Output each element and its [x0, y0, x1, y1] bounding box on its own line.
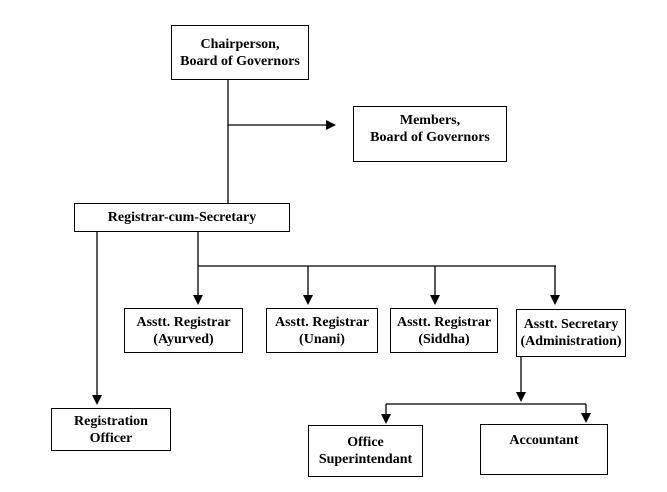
node-label: Accountant: [509, 433, 579, 448]
node-label: Asstt. Registrar (Ayurved): [136, 314, 231, 347]
node-registration-officer: Registration Officer: [51, 408, 171, 451]
node-label: Asstt. Registrar (Unani): [274, 314, 370, 347]
node-label: Asstt. Registrar (Siddha): [396, 314, 492, 347]
node-label: Registration Officer: [74, 413, 148, 446]
node-label: Chairperson, Board of Governors: [180, 36, 300, 69]
node-asstt-registrar-ayurved: Asstt. Registrar (Ayurved): [124, 308, 243, 353]
node-office-superintendant: Office Superintendant: [308, 425, 423, 477]
node-accountant: Accountant: [480, 424, 608, 475]
node-label: Asstt. Secretary (Administration): [520, 317, 622, 349]
node-members-board-of-governors: Members, Board of Governors: [353, 106, 507, 162]
node-asstt-registrar-siddha: Asstt. Registrar (Siddha): [390, 308, 498, 353]
node-asstt-secretary-administration: Asstt. Secretary (Administration): [516, 309, 626, 357]
node-label: Office Superintendant: [318, 435, 413, 467]
node-asstt-registrar-unani: Asstt. Registrar (Unani): [266, 308, 378, 353]
node-label: Registrar-cum-Secretary: [107, 210, 257, 225]
node-label: Members, Board of Governors: [370, 113, 490, 145]
node-chairperson-board-of-governors: Chairperson, Board of Governors: [171, 25, 309, 80]
node-registrar-cum-secretary: Registrar-cum-Secretary: [74, 203, 290, 232]
